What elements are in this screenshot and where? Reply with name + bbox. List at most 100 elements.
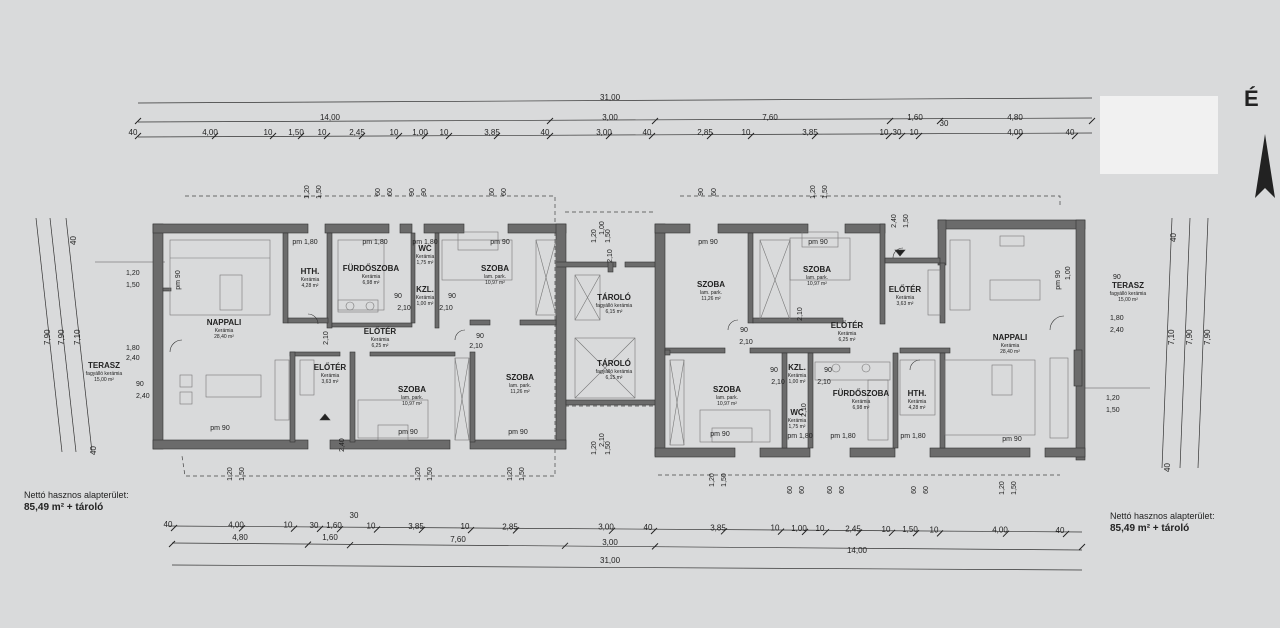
dim-tick bbox=[1088, 117, 1096, 125]
room-area-center-1: 6,15 m² bbox=[606, 375, 623, 381]
room-area-right-10: 15,00 m² bbox=[1118, 297, 1138, 303]
left-h-dim-1: 1,50 bbox=[126, 282, 140, 289]
top-dim-row3-7: 1,00 bbox=[412, 128, 428, 137]
opening-top-15: 2,40 bbox=[891, 214, 898, 228]
dim-tick bbox=[238, 524, 246, 532]
room-floor-right-4: Kerámia bbox=[1001, 343, 1020, 349]
dim-tick bbox=[316, 525, 324, 533]
misc-label-5: pm 90 bbox=[210, 425, 230, 432]
room-area-left-9: 11,26 m² bbox=[510, 389, 530, 395]
left-h-dim-2: 1,80 bbox=[126, 345, 140, 352]
opening-bottom-8: 1,20 bbox=[999, 481, 1006, 495]
opening-top-3: 60 bbox=[387, 188, 394, 196]
opening-bottom-0: 1,20 bbox=[227, 467, 234, 481]
bottom-dim-row2-3: 3,00 bbox=[602, 538, 618, 547]
net-area-label-right: Nettó hasznos alapterület: bbox=[1110, 511, 1215, 521]
room-floor-left-4: Kerámia bbox=[416, 295, 435, 301]
dim-tick bbox=[467, 526, 475, 534]
dim-tick bbox=[936, 117, 944, 125]
left-h-dim-3: 2,40 bbox=[126, 355, 140, 362]
room-area-right-5: 10,97 m² bbox=[717, 401, 737, 407]
misc-label-14: pm 1,80 bbox=[900, 433, 925, 440]
room-floor-left-5: lam. park. bbox=[484, 274, 506, 280]
top-dim-row3-5: 2,45 bbox=[349, 128, 365, 137]
dim-tick bbox=[1078, 543, 1086, 551]
bottom-dim-row1-19: 4,00 bbox=[992, 526, 1008, 535]
opening-bottom-15: 60 bbox=[923, 486, 930, 494]
dim-tick bbox=[886, 117, 894, 125]
dim-tick bbox=[323, 132, 331, 140]
dim-tick bbox=[651, 543, 659, 550]
room-floor-left-2: Kerámia bbox=[362, 274, 381, 280]
paper-note bbox=[1100, 96, 1218, 174]
bottom-dim-row1-20: 40 bbox=[1056, 526, 1065, 535]
right-h-dim-4: 1,20 bbox=[1106, 395, 1120, 402]
opening-top-8: 90 bbox=[698, 188, 705, 196]
room-floor-left-9: lam. park. bbox=[509, 383, 531, 389]
room-name-left-9: SZOBA bbox=[506, 373, 534, 382]
room-floor-right-10: fagyálló kerámia bbox=[1110, 291, 1147, 297]
bottom-dim-row1-10: 40 bbox=[644, 523, 653, 532]
opening-top-10: 1,20 bbox=[810, 185, 817, 199]
misc-label-24: 90 bbox=[770, 367, 778, 374]
dim-tick bbox=[885, 132, 893, 140]
opening-top-11: 1,50 bbox=[822, 185, 829, 199]
dim-tick bbox=[608, 527, 616, 535]
opening-bottom-5: 1,50 bbox=[519, 467, 526, 481]
dim-tick bbox=[898, 132, 906, 140]
dim-tick bbox=[605, 132, 613, 140]
dim-tick bbox=[358, 132, 366, 140]
bottom-dim-row2-4: 14,00 bbox=[847, 546, 868, 555]
bottom-dim-row1-15: 2,45 bbox=[845, 525, 861, 534]
top-dim-extra-0: 30 bbox=[940, 119, 949, 128]
room-floor-left-8: lam. park. bbox=[401, 395, 423, 401]
top-dim-row3-0: 40 bbox=[129, 128, 138, 137]
room-name-left-8: SZOBA bbox=[398, 385, 426, 394]
room-name-right-3: ELŐTÉR bbox=[831, 321, 864, 330]
opening-top-13: 1,50 bbox=[605, 229, 612, 243]
dim-tick bbox=[651, 117, 659, 125]
misc-label-2: pm 1,80 bbox=[362, 239, 387, 246]
right-h-dim-5: 1,50 bbox=[1106, 407, 1120, 414]
misc-label-23: 2,10 bbox=[739, 339, 753, 346]
opening-bottom-6: 1,20 bbox=[709, 473, 716, 487]
left-vertical-dims: 7,90 7,90 7,10 40 40 1,20 1,50 1,80 2,40… bbox=[35, 217, 165, 455]
opening-top-4: 90 bbox=[409, 188, 416, 196]
dim-tick bbox=[297, 132, 305, 140]
room-name-right-5: SZOBA bbox=[713, 385, 741, 394]
bottom-dim-row1-14: 10 bbox=[816, 524, 825, 533]
furniture-left bbox=[169, 231, 636, 441]
dim-tick bbox=[1071, 132, 1079, 140]
room-area-right-1: 10,97 m² bbox=[807, 281, 827, 287]
misc-label-20: 2,10 bbox=[469, 343, 483, 350]
opening-top-2: 60 bbox=[375, 188, 382, 196]
room-floor-right-2: Kerámia bbox=[896, 295, 915, 301]
roof-outline-left bbox=[181, 195, 556, 477]
room-area-right-3: 6,25 m² bbox=[839, 337, 856, 343]
opening-top-14: 1,50 bbox=[903, 214, 910, 228]
top-dim-row3-2: 10 bbox=[264, 128, 273, 137]
room-area-left-0: 28,40 m² bbox=[214, 334, 234, 340]
bottom-dim-row1-12: 10 bbox=[771, 524, 780, 533]
misc-label-9: pm 90 bbox=[808, 239, 828, 246]
room-floor-right-8: Kerámia bbox=[852, 399, 871, 405]
misc-label-3: pm 1,80 bbox=[412, 239, 437, 246]
room-area-left-1: 4,28 m² bbox=[302, 283, 319, 289]
dim-tick bbox=[211, 132, 219, 140]
top-dim-row2-2: 7,60 bbox=[762, 113, 778, 122]
room-area-right-0: 11,26 m² bbox=[701, 296, 721, 302]
north-arrow-icon bbox=[1255, 134, 1275, 198]
dim-tick bbox=[801, 528, 809, 536]
top-dim-row3-15: 3,85 bbox=[802, 128, 818, 137]
room-floor-left-1: Kerámia bbox=[301, 277, 320, 283]
bottom-dim-row1-9: 3,00 bbox=[598, 523, 614, 532]
room-name-right-9: HTH. bbox=[908, 389, 927, 398]
top-dim-row3-9: 3,85 bbox=[484, 128, 500, 137]
room-area-left-7: 3,63 m² bbox=[322, 379, 339, 385]
room-name-right-0: SZOBA bbox=[697, 280, 725, 289]
dim-tick bbox=[134, 132, 142, 140]
